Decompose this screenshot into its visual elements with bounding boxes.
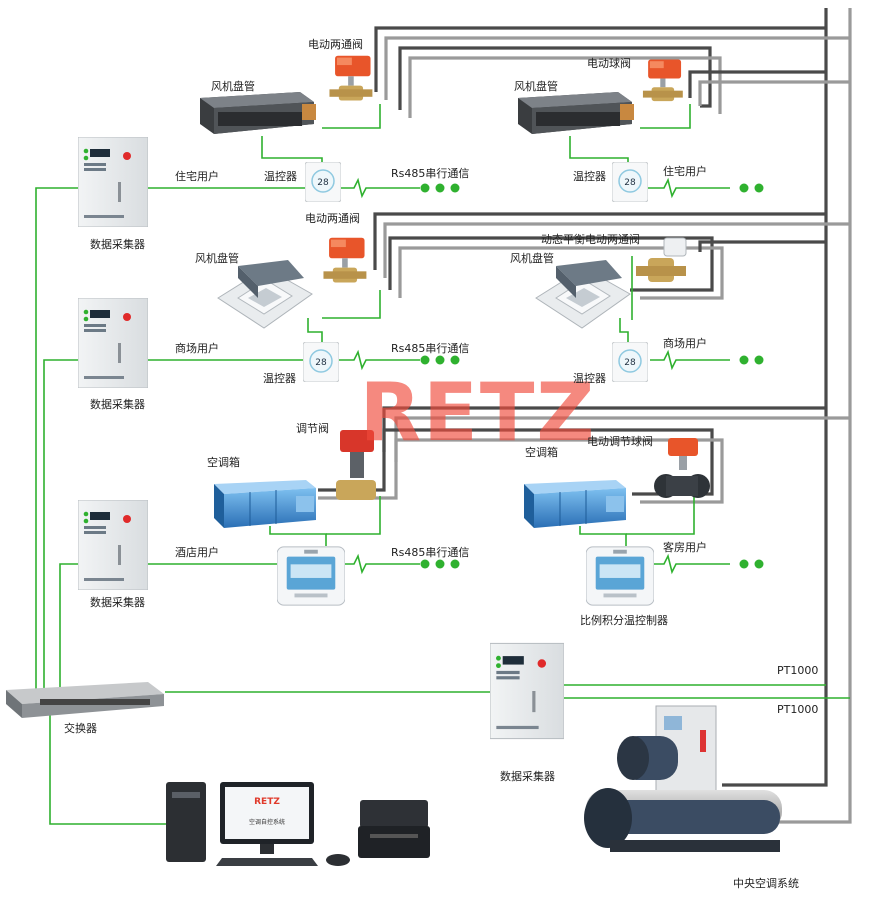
- chiller-icon: [584, 705, 782, 852]
- pid-thermostat-icon: [586, 546, 654, 606]
- thermostat-icon: [612, 162, 648, 202]
- label-pt1000-1: PT1000: [777, 664, 818, 677]
- thermostat-icon: [303, 342, 339, 382]
- label-collector-4: 数据采集器: [500, 769, 555, 783]
- air-handler-icon: [213, 479, 317, 529]
- label-rs485-1: Rs485串行通信: [391, 167, 469, 180]
- communication-dots: [420, 183, 764, 569]
- thermostat-icon: [305, 162, 341, 202]
- label-thermostat-3: 温控器: [263, 371, 296, 385]
- watermark-logo: RETZ: [360, 366, 597, 459]
- label-pt1000-2: PT1000: [777, 703, 818, 716]
- pid-thermostat-icon: [277, 546, 345, 606]
- label-collector-3: 数据采集器: [90, 595, 145, 609]
- label-user-mall-1: 商场用户: [175, 341, 219, 355]
- data-collector-icon: [78, 500, 148, 590]
- label-ahu-2: 空调箱: [525, 445, 558, 459]
- data-collector-icon: [78, 298, 148, 388]
- label-thermostat-2: 温控器: [573, 169, 606, 183]
- label-thermostat-4: 温控器: [573, 371, 606, 385]
- label-rs485-2: Rs485串行通信: [391, 342, 469, 355]
- label-rs485-3: Rs485串行通信: [391, 546, 469, 559]
- network-switch-icon: [6, 682, 164, 718]
- monitor-brand: RETZ: [254, 797, 280, 807]
- label-valve-ball: 电动球阀: [587, 56, 631, 70]
- label-pid-controller: 比例积分温控制器: [580, 613, 668, 627]
- label-valve-balance: 动态平衡电动两通阀: [541, 232, 640, 246]
- label-user-residential-1: 住宅用户: [175, 169, 219, 183]
- regulating-valve-icon: [336, 430, 376, 500]
- label-valve-2way-1: 电动两通阀: [308, 37, 363, 51]
- label-valve-2way-2: 电动两通阀: [305, 211, 360, 225]
- fan-coil-icon: [200, 92, 316, 134]
- valve-actuator-icon: [329, 55, 373, 101]
- data-collector-icon: [78, 137, 148, 227]
- monitor-text: 空调自控系统: [249, 818, 285, 826]
- label-collector-1: 数据采集器: [90, 237, 145, 251]
- label-user-mall-2: 商场用户: [663, 336, 707, 350]
- label-valve-reg-ball: 电动调节球阀: [587, 434, 653, 448]
- data-collector-icon: [490, 642, 564, 740]
- thermostat-icon: [612, 342, 648, 382]
- printer-icon: [358, 800, 430, 858]
- ball-valve-icon: [654, 438, 710, 498]
- label-fcu-1: 风机盘管: [211, 79, 255, 93]
- label-user-guest: 客房用户: [663, 540, 707, 554]
- label-fcu-4: 风机盘管: [510, 251, 554, 265]
- label-ahu-1: 空调箱: [207, 455, 240, 469]
- fan-coil-icon: [518, 92, 634, 134]
- label-valve-regulating: 调节阀: [296, 421, 329, 435]
- label-switch: 交换器: [64, 721, 97, 735]
- cassette-fan-coil-icon: [217, 259, 313, 329]
- valve-actuator-icon: [642, 59, 683, 102]
- chilled-water-pipes: [318, 8, 852, 824]
- cassette-fan-coil-icon: [535, 259, 631, 329]
- label-user-hotel: 酒店用户: [175, 545, 219, 559]
- air-handler-icon: [523, 479, 627, 529]
- valve-actuator-icon: [323, 237, 367, 283]
- label-collector-2: 数据采集器: [90, 397, 145, 411]
- diagram-labels: 电动两通阀 电动球阀 风机盘管 风机盘管 住宅用户 温控器 Rs485串行通信 …: [64, 37, 818, 890]
- signal-wiring: [35, 104, 850, 825]
- label-fcu-2: 风机盘管: [514, 79, 558, 93]
- label-chiller: 中央空调系统: [733, 876, 799, 890]
- label-thermostat-1: 温控器: [264, 169, 297, 183]
- pc-icon: RETZ 空调自控系统: [166, 782, 350, 866]
- balance-valve-icon: [636, 237, 687, 282]
- label-user-residential-2: 住宅用户: [663, 164, 707, 178]
- label-fcu-3: 风机盘管: [195, 251, 239, 265]
